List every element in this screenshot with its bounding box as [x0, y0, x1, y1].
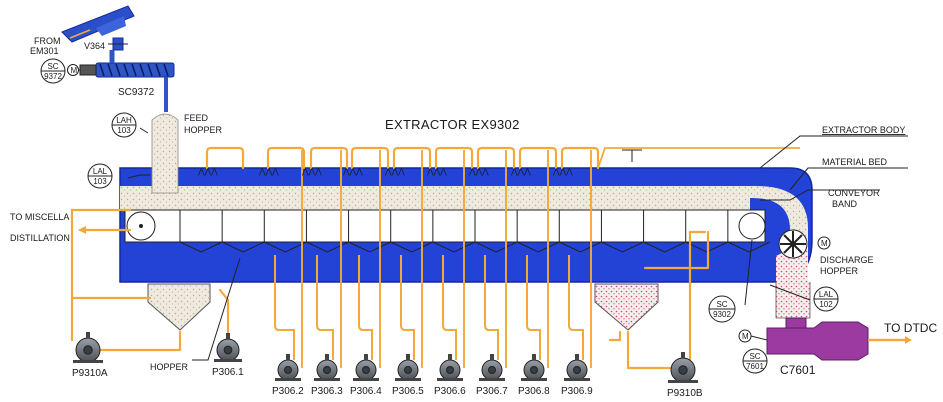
bottom-pump-piping: [274, 150, 592, 368]
svg-text:9372: 9372: [44, 72, 62, 81]
sc-9372-instrument: SC9372: [40, 58, 66, 84]
svg-text:102: 102: [819, 300, 833, 309]
extractor-body: [119, 113, 813, 300]
spray-nozzle-icon: ⋀⋀⋀: [552, 167, 573, 176]
pump-p306-2[interactable]: P306.2: [272, 354, 304, 397]
pump-p306-8[interactable]: P306.8: [518, 354, 550, 397]
discharge-hopper: M: [775, 229, 831, 319]
feed-system: M: [61, 5, 175, 112]
pump-p306-6[interactable]: P306.6: [434, 354, 466, 397]
pump-p306-5[interactable]: P306.5: [392, 354, 424, 397]
spray-nozzle-icon: ⋀⋀⋀: [301, 167, 322, 176]
pump-p9310b[interactable]: P9310B: [667, 352, 703, 399]
screw-gearbox: [79, 64, 97, 76]
pump-p306-6-label: P306.6: [434, 386, 466, 397]
pump-p306-4-label: P306.4: [350, 386, 382, 397]
pump-p306-4[interactable]: P306.4: [350, 354, 382, 397]
screw-motor-label: M: [71, 66, 78, 75]
miscella-hopper-right: [594, 283, 659, 331]
feed-hopper: [151, 113, 179, 194]
spray-nozzle-icon: ⋀⋀⋀: [342, 167, 363, 176]
extractor-body-label: EXTRACTOR BODY: [822, 125, 905, 135]
svg-text:7601: 7601: [746, 362, 764, 371]
spray-nozzle-icon: ⋀⋀⋀: [426, 167, 447, 176]
svg-text:103: 103: [117, 126, 131, 135]
pump-p306-7-label: P306.7: [476, 386, 508, 397]
rotary-discharger-icon[interactable]: [778, 229, 808, 259]
pump-p306-3-label: P306.3: [311, 386, 343, 397]
svg-text:LAL: LAL: [819, 290, 834, 299]
feed-chute: [61, 5, 135, 43]
extractor-title: EXTRACTOR EX9302: [385, 117, 520, 132]
miscella-piping: [70, 146, 800, 370]
pump-p306-9[interactable]: P306.9: [561, 354, 593, 397]
dtdc-conveyor[interactable]: [766, 317, 912, 361]
pump-p306-5-label: P306.5: [392, 386, 424, 397]
svg-text:LAH: LAH: [116, 116, 132, 125]
leader-lines: [127, 127, 908, 361]
to-dtdc-label: TO DTDC: [884, 321, 937, 335]
miscella-hopper-left: [147, 283, 211, 331]
svg-text:LAL: LAL: [93, 167, 108, 176]
c7601-label: C7601: [780, 363, 816, 377]
conveyor-band: [124, 209, 766, 243]
discharger-motor-label: M: [821, 239, 828, 248]
return-pulley: [738, 212, 766, 240]
spray-nozzle-icon: ⋀⋀⋀: [510, 167, 531, 176]
svg-text:SC: SC: [749, 352, 760, 361]
pump-p306-2-label: P306.2: [272, 386, 304, 397]
distillation-label: DISTILLATION: [10, 233, 70, 243]
pump-p306-1[interactable]: P306.1: [212, 333, 244, 378]
spray-nozzle-icon: ⋀⋀⋀: [258, 167, 279, 176]
pump-p9310b-label: P9310B: [667, 388, 703, 399]
svg-text:9302: 9302: [713, 310, 731, 319]
material-bed-label: MATERIAL BED: [822, 157, 888, 167]
svg-text:M: M: [742, 332, 749, 341]
discharger-motor-icon: [817, 236, 831, 250]
valve-label: V364: [84, 41, 105, 51]
hopper-label: HOPPER: [150, 362, 189, 372]
pump-p9310a-label: P9310A: [72, 368, 108, 379]
svg-text:103: 103: [93, 177, 107, 186]
svg-text:SC: SC: [47, 62, 58, 71]
pump-p306-1-label: P306.1: [212, 367, 244, 378]
svg-text:SC: SC: [716, 300, 727, 309]
pump-p306-7[interactable]: P306.7: [476, 354, 508, 397]
pump-p306-9-label: P306.9: [561, 386, 593, 397]
spray-nozzle-icon: ⋀⋀⋀: [468, 167, 489, 176]
pump-p306-8-label: P306.8: [518, 386, 550, 397]
pump-p306-3[interactable]: P306.3: [311, 354, 343, 397]
pump-p9310a[interactable]: P9310A: [72, 332, 108, 379]
to-miscella-label: TO MISCELLA: [10, 212, 69, 222]
spray-nozzle-icon: ⋀⋀⋀: [384, 167, 405, 176]
screw-conveyor-label: SC9372: [118, 87, 155, 98]
spray-nozzle-icon: ⋀⋀⋀: [197, 167, 218, 176]
